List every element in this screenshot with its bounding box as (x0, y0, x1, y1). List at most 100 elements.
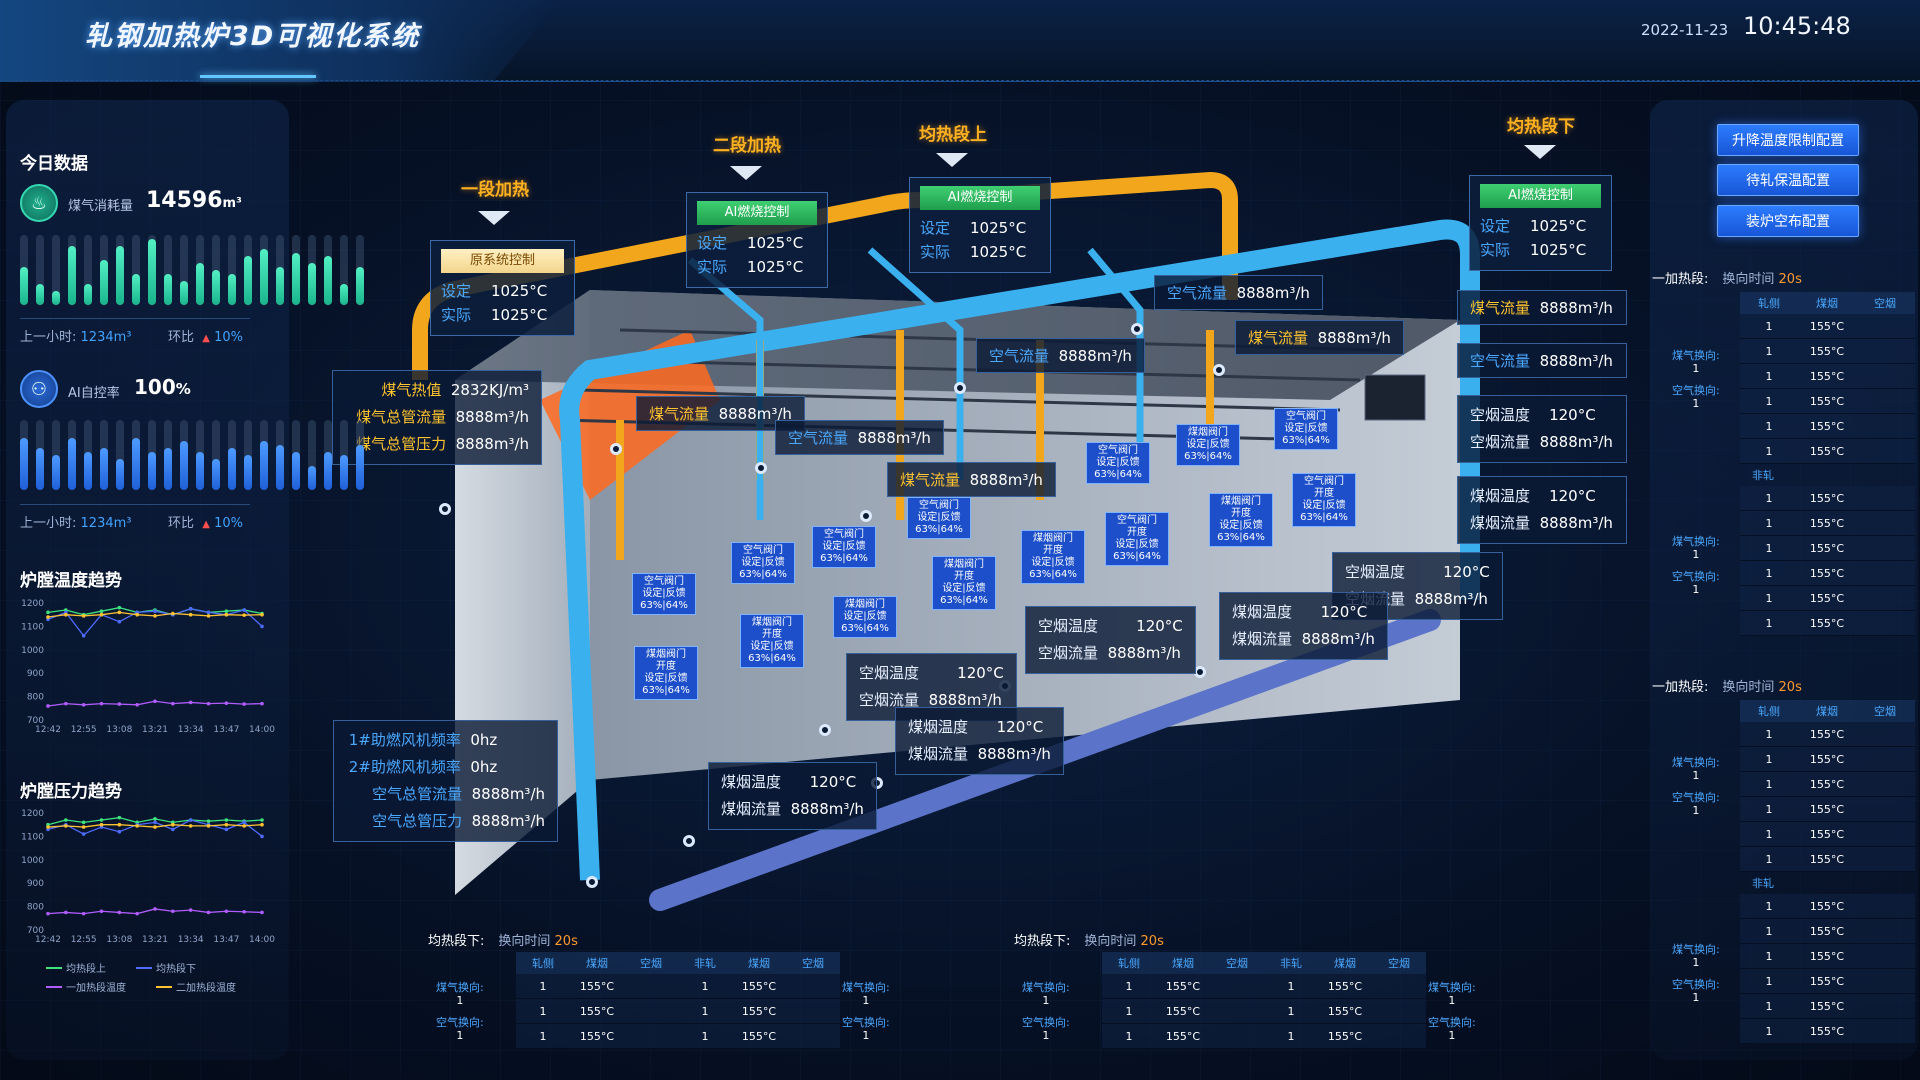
bar (68, 235, 76, 305)
bar (340, 235, 348, 305)
direction-label: 空气换向:1 (842, 1016, 890, 1042)
sensor-pin[interactable] (819, 724, 831, 736)
air-flow-label[interactable]: 空气流量 8888m³/h (1154, 275, 1323, 310)
control-mode-badge: AI燃烧控制 (697, 201, 817, 225)
bar (116, 235, 124, 305)
air-flow-label[interactable]: 空气流量 8888m³/h (1457, 343, 1627, 378)
bar (356, 420, 364, 490)
air-smoke-info[interactable]: 空烟温度 120°C 空烟流量 8888m³/h (1457, 395, 1627, 463)
coal-smoke-info[interactable]: 煤烟温度 120°C 煤烟流量 8888m³/h (895, 707, 1064, 775)
cell: 1 (1765, 616, 1773, 630)
bar (196, 235, 204, 305)
data-point (153, 825, 157, 829)
cell: 1 (701, 1029, 709, 1043)
cell: 155°C (741, 1004, 777, 1018)
cell: 155°C (1809, 827, 1845, 841)
column-header: 轧侧 (1758, 705, 1780, 718)
gas-flow-label[interactable]: 煤气流量 8888m³/h (1235, 320, 1404, 355)
pressure-trend-title: 炉膛压力趋势 (20, 782, 122, 802)
data-point (117, 619, 122, 624)
data-point (81, 614, 86, 618)
bar (180, 235, 188, 305)
title-underline (200, 75, 316, 78)
data-point (81, 825, 86, 829)
sensor-pin[interactable] (1213, 364, 1225, 376)
standby-config-button[interactable]: 待轧保温配置 (1717, 164, 1859, 196)
coal-smoke-info[interactable]: 煤烟温度 120°C 煤烟流量 8888m³/h (1219, 592, 1388, 660)
cell: 155°C (1809, 394, 1845, 408)
air-smoke-info[interactable]: 空烟温度 120°C 空烟流量 8888m³/h (1025, 606, 1196, 674)
data-point (188, 607, 193, 611)
data-point (81, 702, 86, 707)
sensor-pin[interactable] (439, 503, 451, 515)
cell: 1 (1765, 541, 1773, 555)
column-header: 空烟 (1874, 705, 1896, 718)
sensor-pin[interactable] (586, 876, 598, 888)
fan-air-info[interactable]: 1#助燃风机频率 0hz 2#助燃风机频率 0hz 空气总管流量 8888m³/… (333, 720, 558, 842)
bar (36, 420, 44, 490)
cell: 1 (701, 1004, 709, 1018)
data-point (153, 817, 157, 821)
sensor-pin[interactable] (1194, 666, 1206, 678)
gas-flow-label[interactable]: 煤气流量 8888m³/h (887, 462, 1056, 497)
sensor-pin[interactable] (683, 835, 695, 847)
sensor-pin[interactable] (954, 382, 966, 394)
y-tick-label: 1200 (21, 599, 44, 609)
bar (148, 235, 156, 305)
coal-smoke-info[interactable]: 煤烟温度 120°C 煤烟流量 8888m³/h (708, 762, 877, 830)
data-point (64, 824, 68, 828)
gas-main-info[interactable]: 煤气热值 2832KJ/m³ 煤气总管流量 8888m³/h 煤气总管压力 88… (332, 370, 542, 465)
coal-smoke-info[interactable]: 煤烟温度 120°C 煤烟流量 8888m³/h (1457, 476, 1627, 544)
data-point (171, 701, 175, 706)
data-point (224, 909, 229, 914)
data-point (117, 815, 122, 820)
data-point (117, 702, 122, 706)
y-tick-label: 1200 (21, 809, 44, 819)
sensor-pin[interactable] (610, 443, 622, 455)
gas-flow-label[interactable]: 煤气流量 8888m³/h (1457, 290, 1627, 325)
sensor-pin[interactable] (1131, 323, 1143, 335)
x-tick-label: 13:21 (142, 935, 168, 945)
temp-limit-config-button[interactable]: 升降温度限制配置 (1717, 124, 1859, 156)
section-label: 非轧 (1752, 877, 1774, 890)
data-point (81, 832, 86, 836)
column-header: 空烟 (1226, 957, 1248, 970)
bar (52, 235, 60, 305)
air-flow-label[interactable]: 空气流量 8888m³/h (976, 338, 1145, 373)
sensor-pin[interactable] (755, 462, 767, 474)
stage-arrow-1 (478, 211, 510, 225)
air-flow-label[interactable]: 空气流量 8888m³/h (775, 420, 944, 455)
data-point (153, 609, 157, 613)
loading-layout-config-button[interactable]: 装炉空布配置 (1717, 205, 1859, 237)
data-point (242, 820, 246, 825)
bar (212, 235, 220, 305)
sensor-pin[interactable] (860, 510, 872, 522)
